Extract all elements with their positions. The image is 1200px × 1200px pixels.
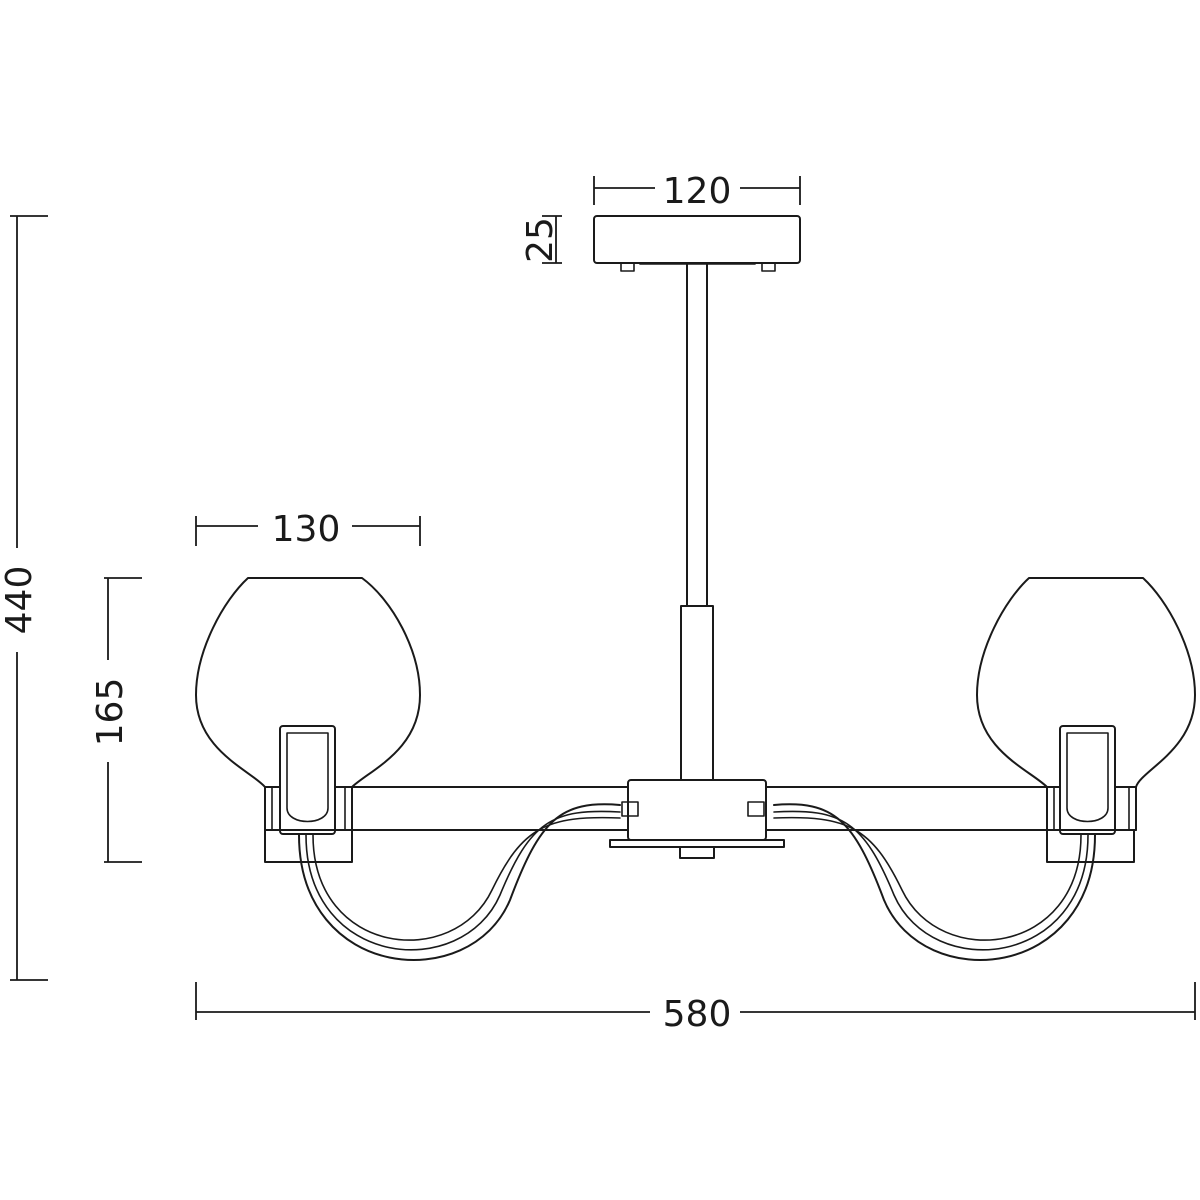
left-lamp [195,577,421,863]
dimension-shade-width: 130 [195,509,421,550]
right-curved-arm [773,803,1096,961]
dimension-overall-width: 580 [195,982,1196,1035]
shade-height-label: 165 [90,678,131,747]
canopy-width-label: 120 [663,171,732,212]
right-lamp [976,577,1196,863]
overall-height-label: 440 [0,566,40,635]
dimension-canopy-width: 120 [593,171,801,212]
left-curved-arm [298,803,621,961]
overall-width-label: 580 [663,994,732,1035]
dimension-overall-height: 440 [0,215,48,981]
canopy-height-label: 25 [520,217,561,263]
shade-width-label: 130 [272,509,341,550]
central-hub [609,779,785,859]
downrod [680,262,714,781]
dimension-shade-height: 165 [90,577,142,863]
ceiling-canopy [593,215,801,272]
dimension-canopy-height: 25 [520,215,562,264]
